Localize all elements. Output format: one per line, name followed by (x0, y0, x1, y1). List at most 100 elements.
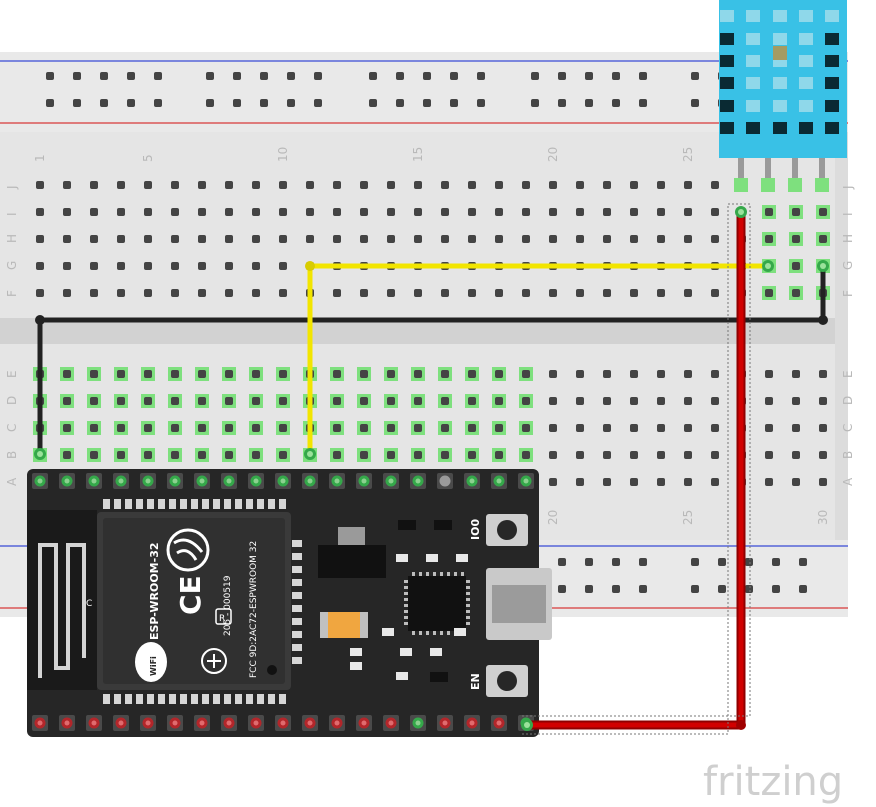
breadboard-hole (198, 181, 206, 189)
wire-endpoints (34, 206, 829, 731)
grille-slot (799, 33, 813, 45)
breadboard-hole (711, 370, 719, 378)
breadboard-hole (531, 72, 539, 80)
header-pin-bottom (464, 715, 480, 731)
breadboard-hole (333, 181, 341, 189)
breadboard-hole (576, 397, 584, 405)
row-label: G (841, 261, 855, 270)
module-pad (158, 694, 165, 704)
breadboard-hole (100, 72, 108, 80)
grille-slot (773, 100, 787, 112)
breadboard-hole (684, 478, 692, 486)
breadboard-hole (63, 262, 71, 270)
grille-slot (720, 10, 734, 22)
c-mark: C (86, 599, 92, 609)
breadboard-hole (387, 181, 395, 189)
breadboard-hole (60, 367, 74, 381)
header-pin-bottom (437, 715, 453, 731)
column-label: 20 (546, 147, 560, 162)
breadboard-hole (612, 585, 620, 593)
breadboard-hole (576, 478, 584, 486)
breadboard-hole (711, 208, 719, 216)
breadboard-hole (141, 421, 155, 435)
breadboard-hole (222, 448, 236, 462)
breadboard-hole (603, 451, 611, 459)
module-pad (213, 499, 220, 509)
row-label: E (5, 370, 19, 378)
smd-component (382, 628, 394, 636)
smd-component (400, 648, 412, 656)
module-pad (235, 694, 242, 704)
breadboard-hole (603, 478, 611, 486)
breadboard-hole (792, 424, 800, 432)
module-pad (292, 605, 302, 612)
breadboard-hole (684, 235, 692, 243)
approval-mark-icon (201, 648, 227, 674)
header-pin-bottom (167, 715, 183, 731)
breadboard-hole (603, 397, 611, 405)
breadboard-hole (369, 99, 377, 107)
breadboard-hole (745, 585, 753, 593)
breadboard-hole (772, 558, 780, 566)
header-pin-top (302, 473, 318, 489)
breadboard-hole (657, 478, 665, 486)
breadboard-hole (387, 289, 395, 297)
breadboard-hole (249, 448, 263, 462)
grille-slot (799, 122, 813, 134)
breadboard-hole (819, 478, 827, 486)
breadboard-hole (816, 232, 830, 246)
breadboard-hole (585, 585, 593, 593)
column-label: 15 (411, 147, 425, 162)
module-name: ESP-WROOM-32 (148, 542, 161, 640)
breadboard-hole (465, 421, 479, 435)
breadboard-hole (306, 208, 314, 216)
breadboard-hole (117, 289, 125, 297)
breadboard-hole (144, 289, 152, 297)
breadboard-hole (684, 208, 692, 216)
breadboard-hole (792, 370, 800, 378)
breadboard-hole (225, 262, 233, 270)
breadboard-hole (60, 421, 74, 435)
grille-slot (746, 55, 760, 67)
breadboard-hole (531, 99, 539, 107)
breadboard-hole (117, 181, 125, 189)
breadboard-hole (384, 394, 398, 408)
breadboard-hole (522, 208, 530, 216)
breadboard-hole (630, 478, 638, 486)
breadboard-hole (144, 235, 152, 243)
breadboard-hole (60, 448, 74, 462)
ce-mark: CE (174, 575, 207, 615)
breadboard-hole (576, 451, 584, 459)
module-pad (180, 694, 187, 704)
grille-slot (773, 10, 787, 22)
module-pad (136, 499, 143, 509)
breadboard-hole (330, 394, 344, 408)
breadboard-hole (576, 235, 584, 243)
module-pad (114, 499, 121, 509)
breadboard-hole (630, 289, 638, 297)
smd-component (350, 662, 362, 670)
breadboard-hole (90, 262, 98, 270)
module-pad (292, 657, 302, 664)
smd-component (456, 554, 468, 562)
grille-slot (720, 77, 734, 89)
breadboard-hole (576, 424, 584, 432)
breadboard-hole (168, 367, 182, 381)
header-pin-top (275, 473, 291, 489)
header-pin-top (518, 473, 534, 489)
breadboard-hole (684, 181, 692, 189)
grille-slot (799, 77, 813, 89)
breadboard-hole (691, 72, 699, 80)
breadboard-hole (87, 448, 101, 462)
module-pad (158, 499, 165, 509)
breadboard-hole (206, 72, 214, 80)
breadboard-hole (495, 208, 503, 216)
breadboard-hole (816, 205, 830, 219)
breadboard-hole (657, 235, 665, 243)
breadboard-hole (90, 289, 98, 297)
smd-component (398, 520, 416, 530)
grille-slot (773, 77, 787, 89)
header-pin-top (356, 473, 372, 489)
